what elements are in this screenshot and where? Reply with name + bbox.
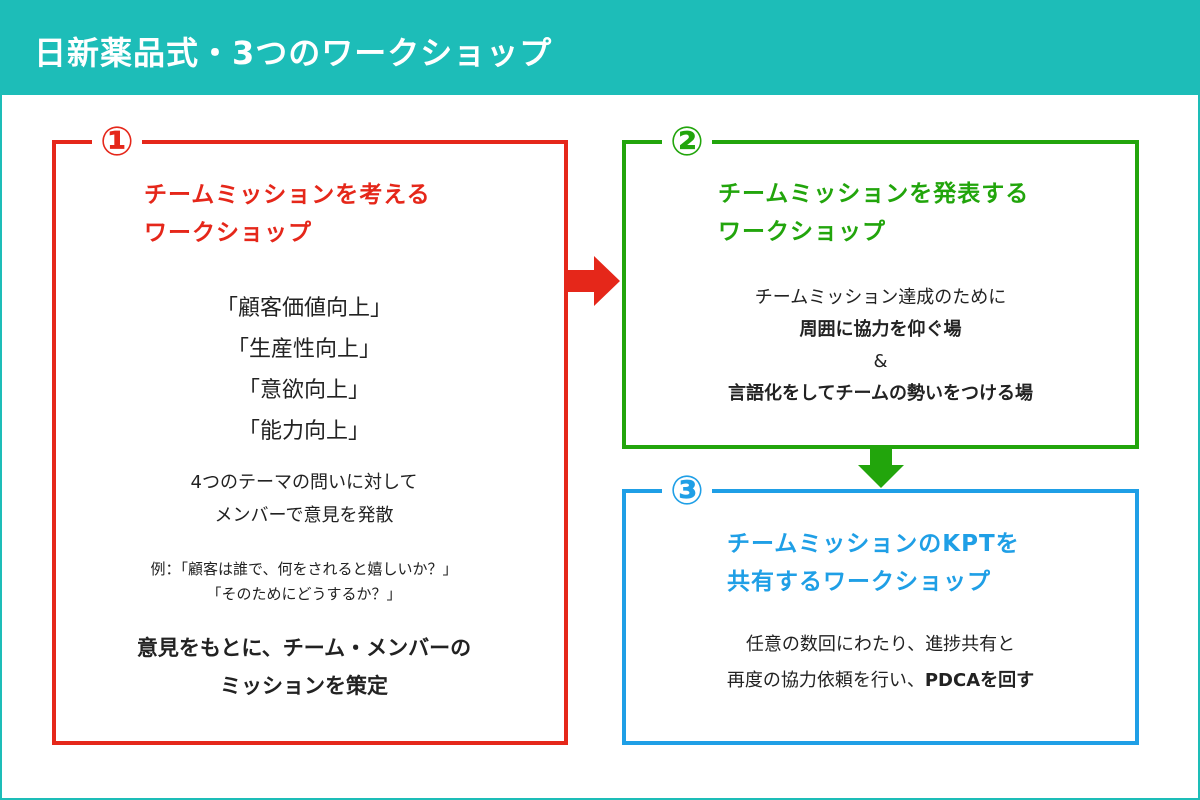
desc-line: 4つのテーマの問いに対して bbox=[190, 472, 418, 493]
step1-example: 例：「顧客は誰で、何をされると嬉しいか？」 「そのためにどうするか？」 bbox=[50, 557, 558, 607]
content-line: 任意の数回にわたり、進捗共有と bbox=[745, 634, 1016, 655]
page-title: 日新薬品式・3つのワークショップ bbox=[34, 34, 553, 72]
content-line: & bbox=[873, 351, 888, 372]
step2-number: ② bbox=[662, 120, 712, 164]
step1-result: 意見をもとに、チーム・メンバーの ミッションを策定 bbox=[50, 629, 558, 705]
content-line: 再度の協力依頼を行い、PDCAを回す bbox=[626, 663, 1135, 699]
step2-box: ② チームミッションを発表する ワークショップ チームミッション達成のために 周… bbox=[622, 120, 1139, 449]
result-line: 意見をもとに、チーム・メンバーの bbox=[136, 636, 472, 660]
content-line: 周囲に協力を仰ぐ場 bbox=[799, 319, 962, 340]
step1-title-line2: ワークショップ bbox=[144, 220, 312, 246]
arrow-down-icon bbox=[858, 449, 904, 488]
step1-title: チームミッションを考える ワークショップ bbox=[144, 176, 431, 252]
theme-item: 「生産性向上」 bbox=[226, 337, 381, 362]
desc-line: メンバーで意見を発散 bbox=[214, 505, 394, 526]
step1-title-line1: チームミッションを考える bbox=[144, 182, 431, 208]
content-line: 言語化をしてチームの勢いをつける場 bbox=[728, 383, 1033, 404]
theme-item: 「意欲向上」 bbox=[237, 378, 370, 403]
step1-themes: 「顧客価値向上」 「生産性向上」 「意欲向上」 「能力向上」 bbox=[50, 288, 558, 452]
step2-content: チームミッション達成のために 周囲に協力を仰ぐ場 & 言語化をしてチームの勢いを… bbox=[626, 282, 1135, 410]
step3-content: 任意の数回にわたり、進捗共有と 再度の協力依頼を行い、PDCAを回す bbox=[626, 627, 1135, 699]
result-line: ミッションを策定 bbox=[220, 674, 388, 698]
step3-title: チームミッションのKPTを 共有するワークショップ bbox=[727, 525, 1020, 601]
content-emphasis: PDCAを回す bbox=[924, 670, 1035, 691]
step1-box: ① チームミッションを考える ワークショップ 「顧客価値向上」 「生産性向上」 … bbox=[50, 120, 568, 745]
content-text: 再度の協力依頼を行い、 bbox=[726, 670, 925, 691]
header-bar: 日新薬品式・3つのワークショップ bbox=[0, 0, 1200, 95]
step3-title-line1: チームミッションのKPTを bbox=[727, 531, 1020, 557]
step1-description: 4つのテーマの問いに対して メンバーで意見を発散 bbox=[50, 466, 558, 532]
example-line: 例：「顧客は誰で、何をされると嬉しいか？」 bbox=[150, 560, 458, 578]
step2-title-line1: チームミッションを発表する bbox=[718, 181, 1030, 207]
content-line: チームミッション達成のために bbox=[754, 287, 1007, 308]
theme-item: 「能力向上」 bbox=[237, 419, 370, 444]
theme-item: 「顧客価値向上」 bbox=[215, 296, 392, 321]
step1-number: ① bbox=[92, 120, 142, 164]
example-line: 「そのためにどうするか？」 bbox=[206, 585, 402, 603]
arrow-right-icon bbox=[566, 256, 620, 306]
step3-title-line2: 共有するワークショップ bbox=[727, 569, 991, 595]
step3-number: ③ bbox=[662, 469, 712, 513]
step3-box: ③ チームミッションのKPTを 共有するワークショップ 任意の数回にわたり、進捗… bbox=[622, 469, 1139, 745]
step2-title: チームミッションを発表する ワークショップ bbox=[718, 175, 1029, 251]
step2-title-line2: ワークショップ bbox=[718, 219, 886, 245]
